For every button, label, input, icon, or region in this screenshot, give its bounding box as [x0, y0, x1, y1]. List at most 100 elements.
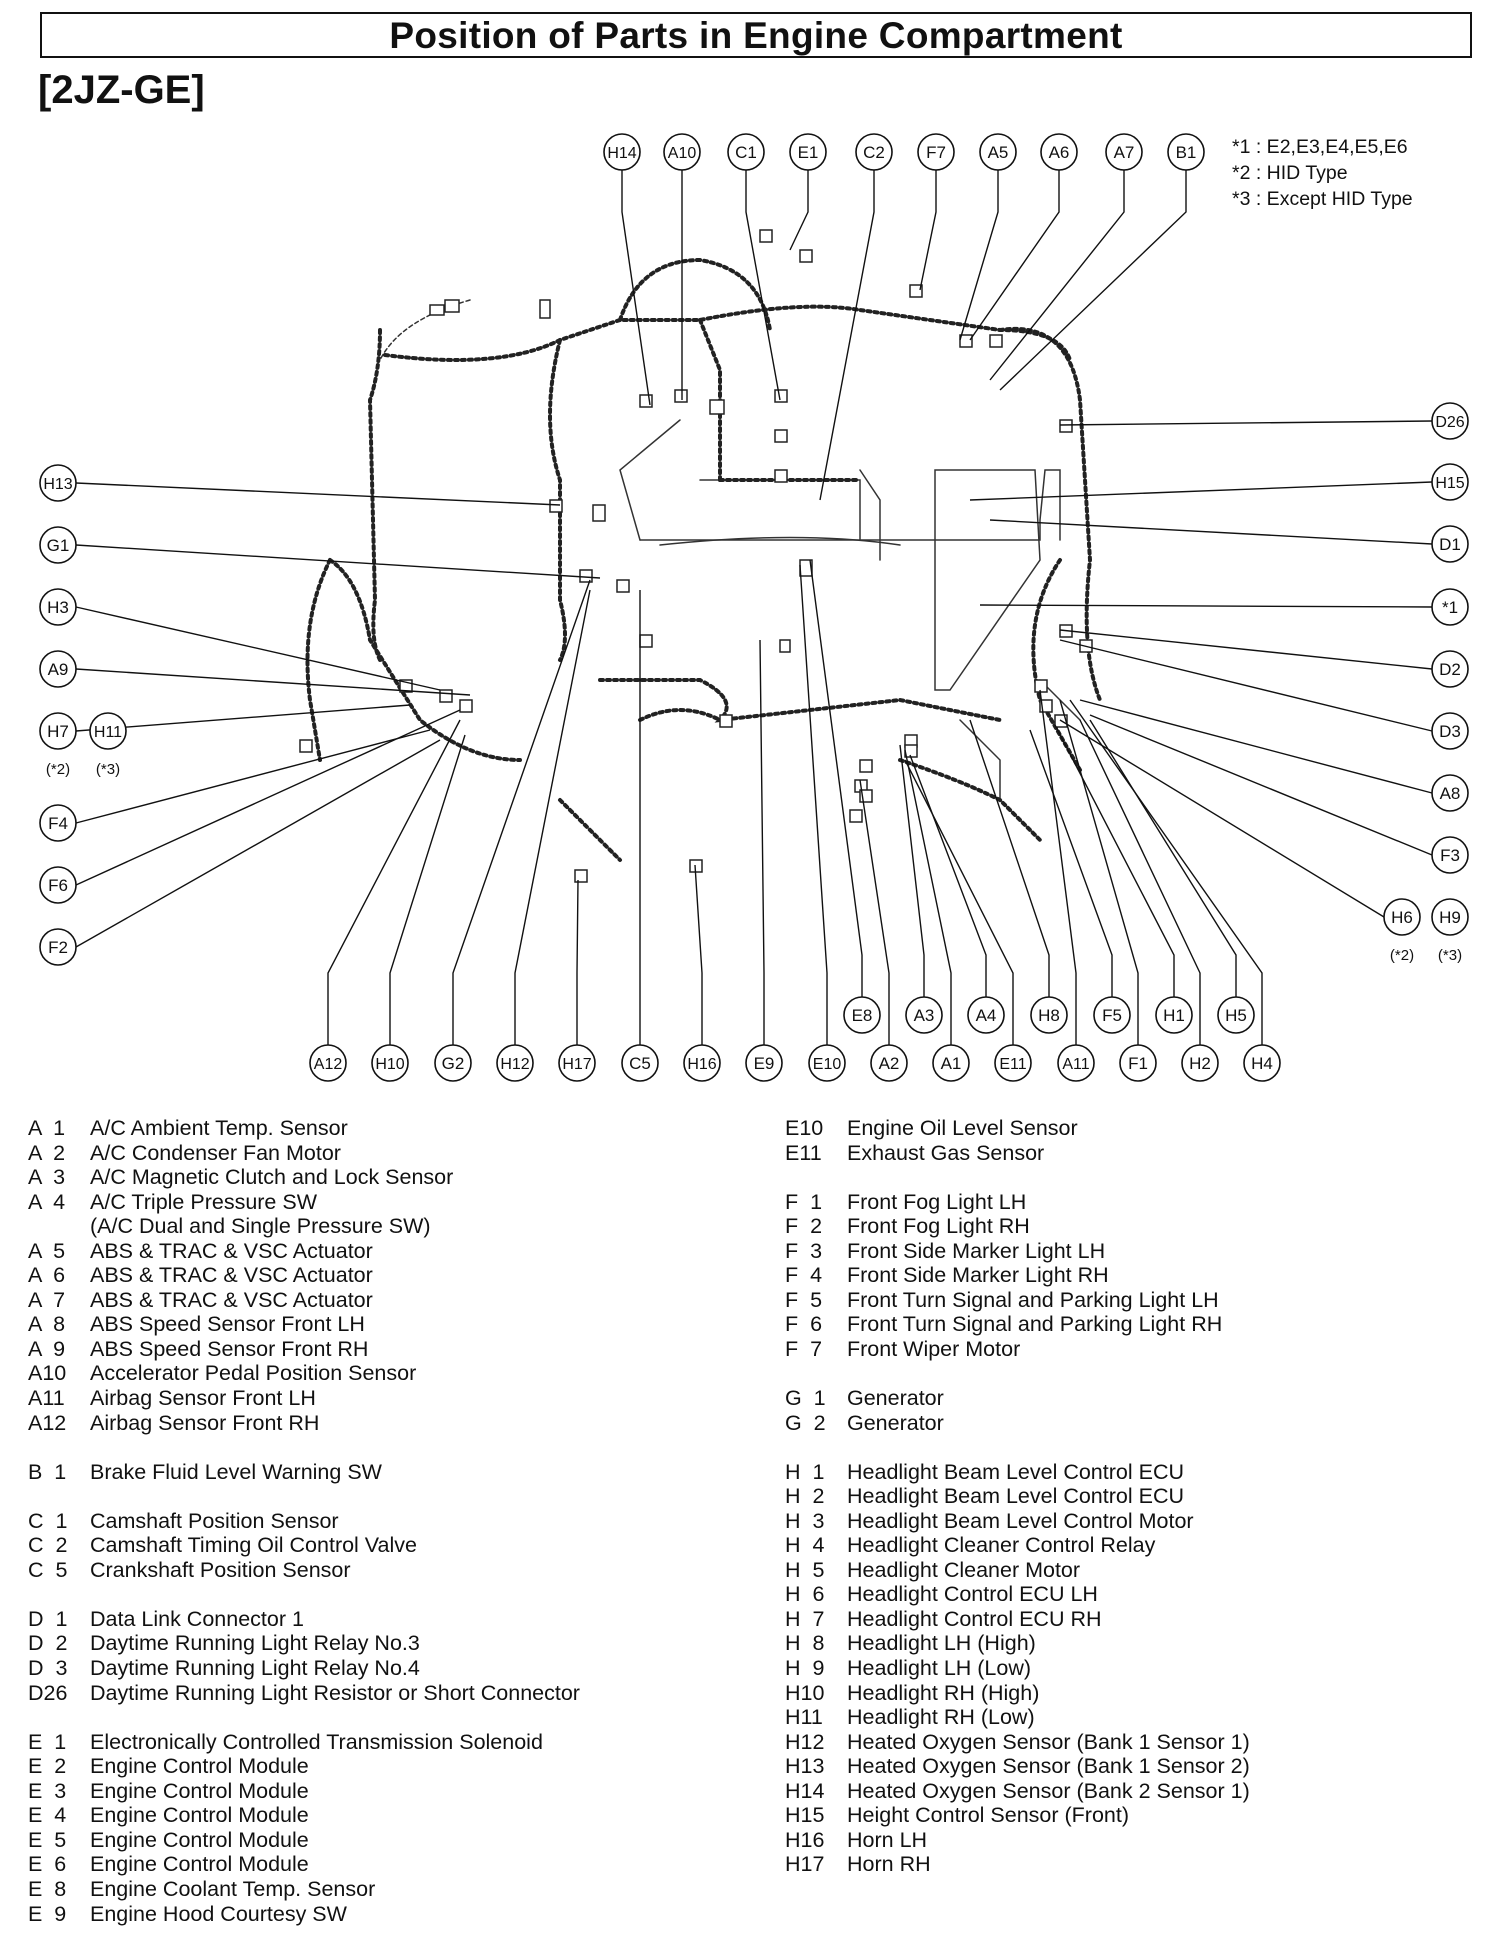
leader-line	[1089, 714, 1433, 856]
callout-label: H14	[607, 145, 636, 162]
legend-code: A 5	[28, 1238, 66, 1263]
leader-line	[1059, 699, 1139, 1045]
legend-code: D 1	[28, 1606, 68, 1631]
legend-code: E 4	[28, 1803, 67, 1828]
callout-label: F3	[1440, 846, 1460, 865]
legend-code: D26	[28, 1680, 68, 1705]
leader-line	[1069, 699, 1263, 1045]
callout-note: (*3)	[96, 761, 120, 778]
legend-code: A11	[28, 1386, 65, 1411]
footnote-2: *2 : HID Type	[1232, 162, 1348, 184]
callout-e11: E11	[994, 1044, 1032, 1082]
legend-code: H11	[785, 1705, 823, 1730]
legend-part-name: Heated Oxygen Sensor (Bank 1 Sensor 1)	[847, 1729, 1250, 1754]
leader-line	[745, 170, 781, 401]
legend-part-name: Daytime Running Light Relay No.4	[90, 1656, 420, 1681]
legend-part-name: Daytime Running Light Resistor or Short …	[90, 1680, 580, 1705]
legend-part-name: Data Link Connector 1	[90, 1606, 304, 1631]
legend-code: H 7	[785, 1606, 825, 1631]
callout-label: E9	[754, 1054, 775, 1073]
legend-part-name: Headlight Cleaner Control Relay	[847, 1533, 1156, 1558]
legend-code: H14	[785, 1778, 825, 1803]
legend-gap	[785, 1361, 1250, 1386]
legend-part-name: Headlight RH (Low)	[847, 1705, 1035, 1730]
leader-line	[1059, 719, 1385, 918]
callout-h9: H9	[1431, 898, 1469, 936]
callout-label: A9	[48, 660, 69, 679]
legend-part-name: Airbag Sensor Front LH	[90, 1386, 316, 1411]
leader-line	[75, 709, 461, 886]
callout-f2: F2	[39, 928, 77, 966]
legend-code: E 9	[28, 1901, 67, 1926]
legend-code: A 7	[28, 1287, 66, 1312]
legend-code: H13	[785, 1754, 825, 1779]
callout-f4: F4	[39, 804, 77, 842]
legend-code: A 2	[28, 1140, 66, 1165]
legend-part-name: Engine Control Module	[90, 1754, 309, 1779]
legend-part-name: Exhaust Gas Sensor	[847, 1140, 1045, 1165]
legend-gap	[785, 1165, 1250, 1190]
callout-h14: H14	[603, 133, 641, 171]
leader-line	[1029, 729, 1113, 997]
legend-part-name: A/C Magnetic Clutch and Lock Sensor	[90, 1165, 454, 1190]
callout-label: A2	[879, 1054, 900, 1073]
legend-gap	[28, 1484, 580, 1509]
legend-part-name: ABS & TRAC & VSC Actuator	[90, 1263, 373, 1288]
legend-code: D 3	[28, 1656, 68, 1681]
callout-f5: F5	[1093, 996, 1131, 1034]
callout-d2: D2	[1431, 650, 1469, 688]
leader-line	[979, 604, 1433, 608]
leader-line	[75, 606, 441, 691]
legend-code: A 3	[28, 1165, 66, 1190]
legend-part-name: Daytime Running Light Relay No.3	[90, 1631, 420, 1656]
legend-part-name: Airbag Sensor Front RH	[90, 1410, 320, 1435]
leader-line	[989, 519, 1433, 545]
callout-label: D1	[1439, 535, 1461, 554]
callout-e8: E8	[843, 996, 881, 1034]
legend-code: A 1	[28, 1116, 66, 1140]
callout-label: A11	[1062, 1056, 1089, 1073]
leader-line	[959, 170, 999, 341]
legend-code: E11	[785, 1140, 822, 1165]
legend-code: E10	[785, 1116, 824, 1140]
legend-code: H 8	[785, 1631, 825, 1656]
legend-row: (A/C Dual and Single Pressure SW)	[28, 1214, 580, 1239]
callout-label: H15	[1435, 475, 1464, 492]
legend-part-name: Headlight Control ECU RH	[847, 1606, 1102, 1631]
callout-h10: H10	[371, 1044, 409, 1082]
legend-part-name: Crankshaft Position Sensor	[90, 1557, 351, 1582]
legend-code: A 4	[28, 1189, 66, 1214]
legend-row: D 1 Data Link Connector 1	[28, 1607, 580, 1632]
leader-line	[1079, 719, 1201, 1045]
leader-line	[969, 481, 1433, 501]
callout-label: D2	[1439, 660, 1461, 679]
footnotes: *1 : E2,E3,E4,E5,E6 *2 : HID Type *3 : E…	[1232, 134, 1413, 212]
callout-note: (*2)	[46, 761, 70, 778]
callout-a6: A6	[1040, 133, 1078, 171]
legend-part-name: Height Control Sensor (Front)	[847, 1803, 1129, 1828]
callout-h8: H8	[1030, 996, 1068, 1034]
callout-note: (*3)	[1438, 947, 1462, 964]
legend-row: A 5 ABS & TRAC & VSC Actuator	[28, 1239, 580, 1264]
legend-part-name: Engine Control Module	[90, 1852, 309, 1877]
callout-a1: A1	[932, 1044, 970, 1082]
callout-h6: H6	[1383, 898, 1421, 936]
legend-part-name: ABS & TRAC & VSC Actuator	[90, 1238, 373, 1263]
legend-part-name: Electronically Controlled Transmission S…	[90, 1729, 543, 1754]
callout-note: (*2)	[1390, 947, 1414, 964]
footnote-1: *1 : E2,E3,E4,E5,E6	[1232, 136, 1408, 158]
legend-code: F 5	[785, 1287, 823, 1312]
